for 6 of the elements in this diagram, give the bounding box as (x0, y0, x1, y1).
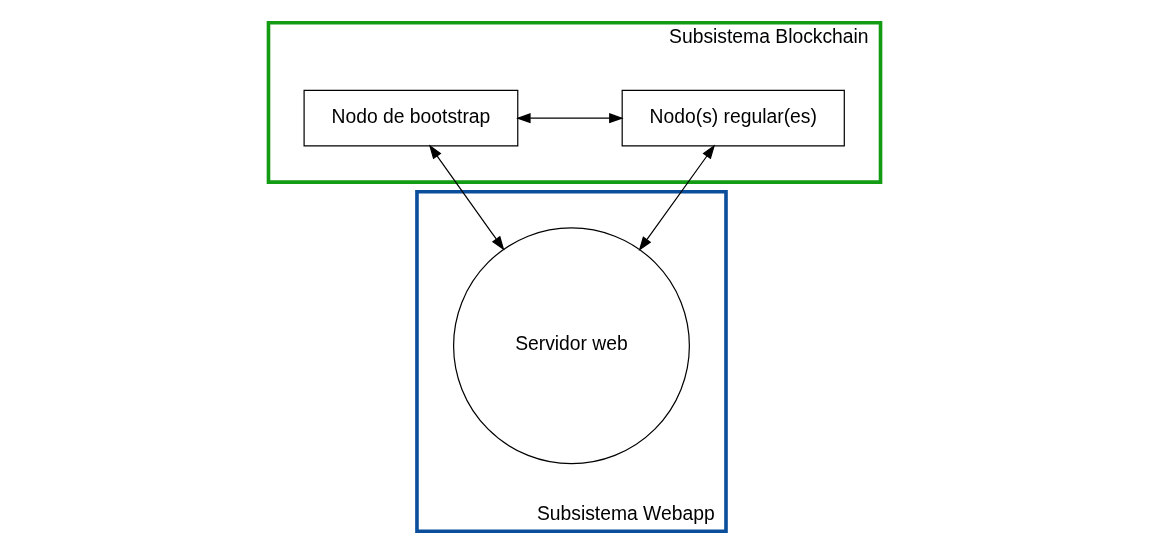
arrow (428, 144, 505, 251)
node-box: Nodo(s) regular(es) (621, 89, 845, 147)
node-circle: Servidor web (453, 227, 690, 465)
arrow (638, 144, 716, 252)
node-box: Nodo de bootstrap (303, 89, 519, 147)
arrow (516, 113, 624, 124)
